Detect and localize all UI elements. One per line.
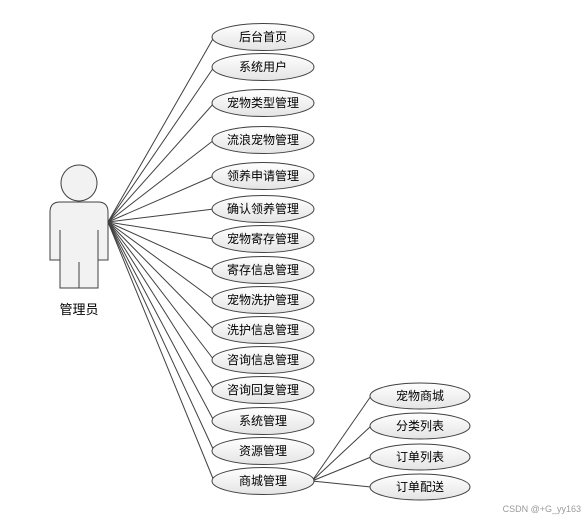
uc-boarding-info-mgmt-label: 寄存信息管理 xyxy=(227,262,299,277)
uc-adoption-apply-mgmt[interactable]: 领养申请管理 xyxy=(211,162,315,190)
mall-association-lines xyxy=(311,395,372,488)
uc-pet-washing-mgmt[interactable]: 宠物洗护管理 xyxy=(211,286,315,314)
uc-stray-pet-mgmt-label: 流浪宠物管理 xyxy=(227,132,299,147)
association-line-uc-confirm-adoption-mgmt xyxy=(107,208,215,223)
uc-pet-boarding-mgmt-ellipse xyxy=(211,225,315,253)
association-line-uc-resource-mgmt xyxy=(107,221,215,452)
uc-adoption-apply-mgmt-ellipse xyxy=(211,162,315,190)
uc-consult-reply-mgmt[interactable]: 咨询回复管理 xyxy=(211,376,315,404)
uc-washing-info-mgmt[interactable]: 洗护信息管理 xyxy=(211,316,315,344)
uc-stray-pet-mgmt-ellipse xyxy=(211,126,315,154)
uc-resource-mgmt-ellipse xyxy=(211,437,315,465)
uc-boarding-info-mgmt-ellipse xyxy=(211,256,315,284)
association-line-uc-mall-mgmt xyxy=(107,221,215,482)
usecase-list: 后台首页系统用户宠物类型管理流浪宠物管理领养申请管理确认领养管理宠物寄存管理寄存… xyxy=(211,23,315,495)
uc-pet-washing-mgmt-label: 宠物洗护管理 xyxy=(227,292,299,307)
association-line-uc-adoption-apply-mgmt xyxy=(107,175,215,223)
uc-consult-info-mgmt-label: 咨询信息管理 xyxy=(227,352,299,367)
association-line-uc-stray-pet-mgmt xyxy=(107,139,215,223)
uc-resource-mgmt-label: 资源管理 xyxy=(239,443,287,458)
association-line-uc-system-user xyxy=(107,66,215,223)
association-line-uc-washing-info-mgmt xyxy=(107,221,215,331)
uc-order-delivery[interactable]: 订单配送 xyxy=(369,473,471,501)
uc-pet-washing-mgmt-ellipse xyxy=(211,286,315,314)
uc-adoption-apply-mgmt-label: 领养申请管理 xyxy=(227,168,299,183)
uc-order-delivery-label: 订单配送 xyxy=(396,479,444,494)
uc-pet-type-mgmt[interactable]: 宠物类型管理 xyxy=(211,89,315,117)
association-line-uc-consult-info-mgmt xyxy=(107,221,215,361)
uc-order-list-ellipse xyxy=(369,443,471,471)
uc-system-user-ellipse xyxy=(211,53,315,81)
uc-order-delivery-ellipse xyxy=(369,473,471,501)
actor-admin: 管理员 xyxy=(49,164,109,318)
uc-backend-home-ellipse xyxy=(211,23,315,51)
association-line-uc-pet-boarding-mgmt xyxy=(107,221,215,240)
uc-pet-boarding-mgmt[interactable]: 宠物寄存管理 xyxy=(211,225,315,253)
actor-label: 管理员 xyxy=(59,303,98,318)
uc-pet-type-mgmt-label: 宠物类型管理 xyxy=(227,95,299,110)
association-line-uc-category-list xyxy=(311,425,372,482)
uc-system-mgmt-label: 系统管理 xyxy=(239,413,287,428)
actor-association-lines xyxy=(107,36,215,482)
association-line-uc-system-mgmt xyxy=(107,221,215,422)
uc-pet-mall-label: 宠物商城 xyxy=(396,388,444,403)
uc-confirm-adoption-mgmt-label: 确认领养管理 xyxy=(227,201,299,216)
uc-backend-home-label: 后台首页 xyxy=(239,29,287,44)
uc-backend-home[interactable]: 后台首页 xyxy=(211,23,315,51)
uc-system-mgmt[interactable]: 系统管理 xyxy=(211,407,315,435)
association-line-uc-pet-type-mgmt xyxy=(107,102,215,223)
uc-system-user[interactable]: 系统用户 xyxy=(211,53,315,81)
association-line-uc-backend-home xyxy=(107,36,215,223)
uc-mall-mgmt-ellipse xyxy=(211,467,315,495)
uc-mall-mgmt[interactable]: 商城管理 xyxy=(211,467,315,495)
uc-washing-info-mgmt-label: 洗护信息管理 xyxy=(227,322,299,337)
association-line-uc-pet-washing-mgmt xyxy=(107,221,215,301)
uc-system-user-label: 系统用户 xyxy=(239,59,287,74)
uc-resource-mgmt[interactable]: 资源管理 xyxy=(211,437,315,465)
uc-consult-info-mgmt-ellipse xyxy=(211,346,315,374)
association-line-uc-order-list xyxy=(311,456,372,482)
association-line-uc-boarding-info-mgmt xyxy=(107,221,215,271)
uc-category-list-ellipse xyxy=(369,412,471,440)
uc-consult-reply-mgmt-ellipse xyxy=(211,376,315,404)
uc-boarding-info-mgmt[interactable]: 寄存信息管理 xyxy=(211,256,315,284)
uc-confirm-adoption-mgmt-ellipse xyxy=(211,195,315,223)
uc-pet-type-mgmt-ellipse xyxy=(211,89,315,117)
uc-confirm-adoption-mgmt[interactable]: 确认领养管理 xyxy=(211,195,315,223)
association-line-uc-pet-mall xyxy=(311,395,372,482)
uc-washing-info-mgmt-ellipse xyxy=(211,316,315,344)
uc-system-mgmt-ellipse xyxy=(211,407,315,435)
uc-order-list-label: 订单列表 xyxy=(396,450,444,464)
uc-pet-mall-ellipse xyxy=(369,382,471,410)
uc-category-list-label: 分类列表 xyxy=(396,419,444,433)
uc-consult-reply-mgmt-label: 咨询回复管理 xyxy=(227,382,299,397)
uc-stray-pet-mgmt[interactable]: 流浪宠物管理 xyxy=(211,126,315,154)
uc-order-list[interactable]: 订单列表 xyxy=(369,443,471,471)
uc-category-list[interactable]: 分类列表 xyxy=(369,412,471,440)
uc-consult-info-mgmt[interactable]: 咨询信息管理 xyxy=(211,346,315,374)
association-line-uc-consult-reply-mgmt xyxy=(107,221,215,391)
association-line-uc-order-delivery xyxy=(311,480,372,488)
actor-figure-icon xyxy=(49,164,109,289)
uc-pet-mall[interactable]: 宠物商城 xyxy=(369,382,471,410)
watermark-text: CSDN @+G_yy163 xyxy=(502,504,581,514)
uc-mall-mgmt-label: 商城管理 xyxy=(239,473,287,488)
uc-pet-boarding-mgmt-label: 宠物寄存管理 xyxy=(227,231,299,246)
